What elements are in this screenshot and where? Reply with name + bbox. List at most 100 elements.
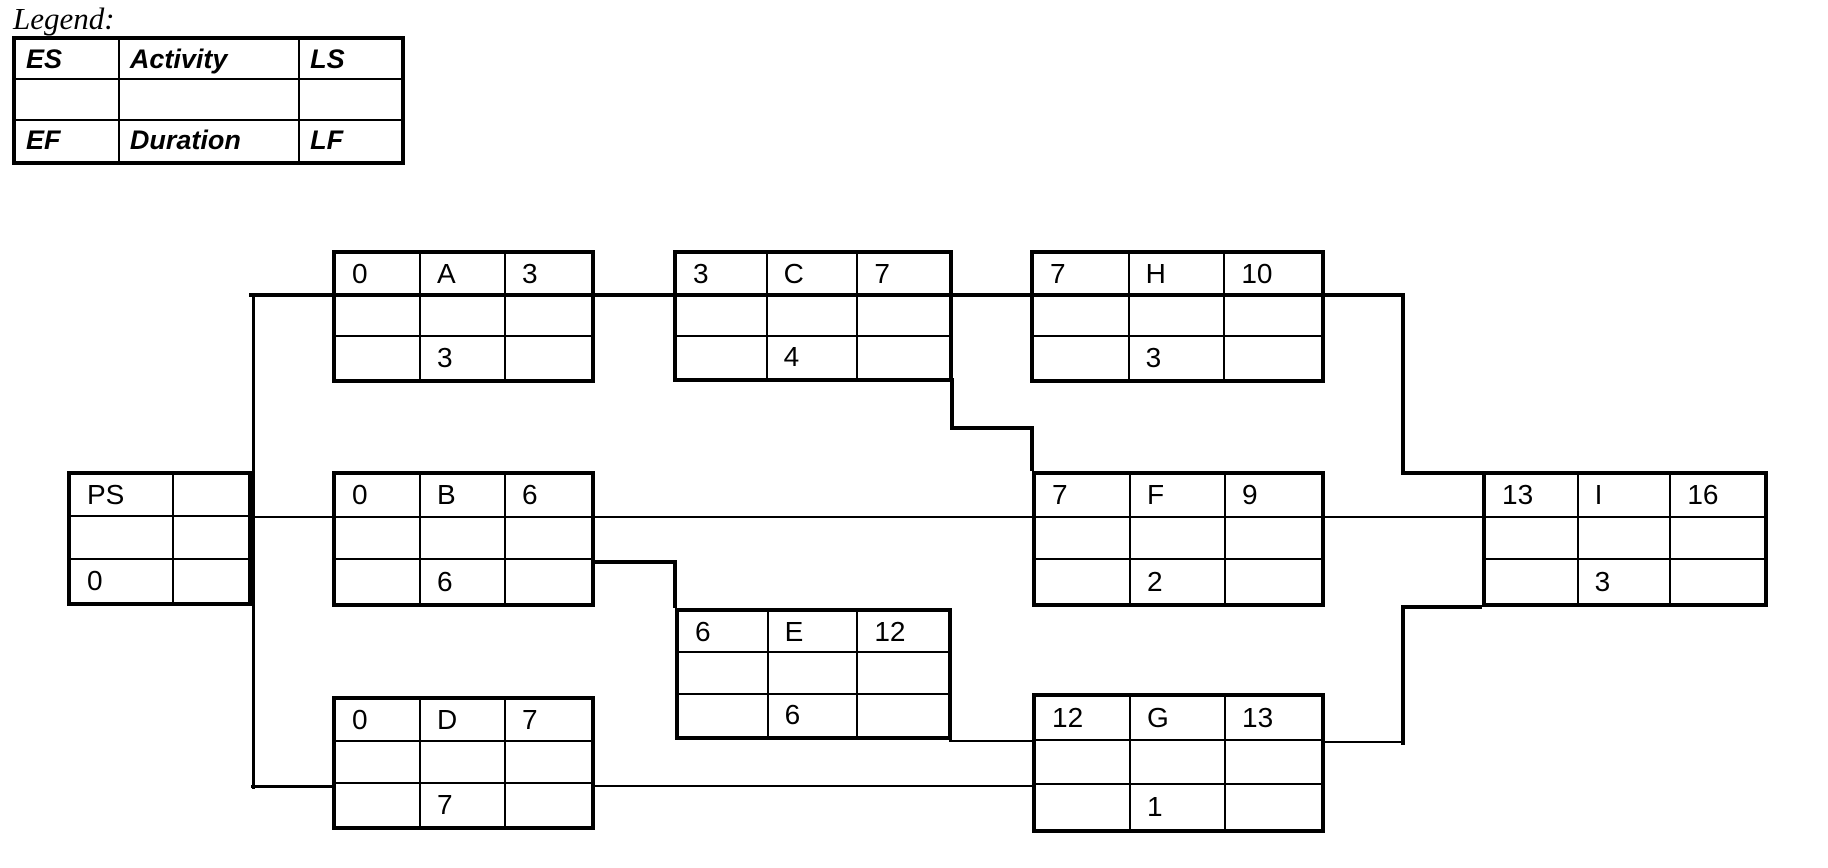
node-PS-float-cell — [71, 517, 174, 560]
node-A-float-cell — [421, 295, 506, 338]
edge-ps-trunk-segment — [251, 293, 255, 789]
legend-duration-cell: Duration — [120, 120, 301, 161]
node-I-ls-cell: 16 — [1671, 475, 1764, 518]
node-I-activity-cell: I — [1578, 475, 1672, 518]
node-I-float-cell — [1486, 517, 1579, 561]
node-G-float-cell — [1036, 741, 1131, 785]
node-H-ls-cell: 10 — [1225, 254, 1321, 296]
node-C-ls-cell: 7 — [858, 254, 949, 296]
node-C-float-cell — [858, 295, 949, 337]
node-H-float-cell — [1129, 295, 1226, 338]
node-I-es-cell: 13 — [1486, 475, 1579, 518]
node-B-float-cell — [421, 517, 506, 561]
node-A-lf-cell — [506, 337, 591, 379]
node-A-ef-cell — [336, 337, 421, 379]
node-I-ef-cell — [1486, 560, 1579, 603]
node-G-float-cell — [1226, 741, 1321, 785]
node-A-float-cell — [506, 296, 591, 338]
node-D-activity-cell: D — [421, 700, 506, 742]
node-D-float-cell — [421, 742, 506, 784]
legend-table: ES Activity LS EF Duration LF — [12, 36, 405, 165]
edge-a-c-h-i-segment — [1401, 471, 1482, 475]
node-F-activity-cell: F — [1131, 475, 1226, 518]
node-H-ef-cell — [1034, 337, 1130, 379]
node-PS-ef-cell: 0 — [71, 559, 174, 602]
legend-ls-cell: LS — [300, 40, 401, 81]
edge-d-g-segment — [592, 785, 1033, 787]
node-C-es-cell: 3 — [677, 254, 768, 296]
node-D-float-cell — [506, 742, 591, 784]
node-G-float-cell — [1131, 741, 1226, 785]
node-I-lf-cell — [1671, 560, 1764, 603]
node-C-ef-cell — [677, 336, 768, 378]
node-E-ls-cell: 12 — [858, 612, 948, 654]
node-D-float-cell — [336, 742, 421, 784]
node-E-es-cell: 6 — [679, 612, 769, 654]
edge-c-f-segment — [950, 378, 954, 430]
node-G-lf-cell — [1226, 785, 1321, 829]
edge-g-i-riser-segment — [1401, 605, 1405, 745]
node-F-es-cell: 7 — [1036, 475, 1131, 518]
node-PS-float-cell — [173, 517, 248, 560]
node-H-float-cell — [1034, 295, 1130, 338]
node-A-ls-cell: 3 — [506, 254, 591, 296]
edge-c-f-segment — [950, 426, 1034, 430]
node-A-activity-cell: A — [421, 254, 506, 296]
node-H-activity-cell: H — [1129, 254, 1226, 296]
node-H-es-cell: 7 — [1034, 254, 1130, 296]
edge-a-c-h-i-segment — [1401, 293, 1405, 475]
node-I-float-cell — [1578, 517, 1672, 561]
legend-activity-cell: Activity — [119, 40, 301, 81]
node-E-duration-cell: 6 — [769, 694, 859, 736]
node-G-activity-cell: G — [1131, 697, 1226, 741]
node-C-float-cell — [677, 295, 768, 337]
node-A-duration-cell: 3 — [421, 337, 506, 379]
node-F-lf-cell — [1226, 560, 1321, 603]
node-D-es-cell: 0 — [336, 700, 421, 742]
legend-blank-cell — [119, 80, 301, 121]
node-G-es-cell: 12 — [1036, 697, 1131, 741]
node-E-float-cell — [679, 653, 769, 695]
node-A-es-cell: 0 — [336, 254, 421, 296]
edge-b-e-segment — [673, 560, 677, 608]
edge-ps-b-f-i-segment — [251, 516, 1483, 518]
node-F-ef-cell — [1036, 560, 1131, 603]
node-D-lf-cell — [506, 784, 591, 826]
node-D-ls-cell: 7 — [506, 700, 591, 742]
node-D-duration-cell: 7 — [421, 784, 506, 826]
node-H-duration-cell: 3 — [1130, 337, 1226, 379]
edge-ps-d-segment — [250, 784, 332, 788]
node-E-float-cell — [858, 653, 948, 695]
node-G-ls-cell: 13 — [1226, 697, 1321, 741]
node-C-lf-cell — [858, 337, 949, 378]
edge-e-g-segment — [949, 740, 1033, 742]
legend-ef-cell: EF — [16, 120, 120, 161]
legend-title: Legend: — [13, 1, 115, 36]
node-F-float-cell — [1131, 517, 1226, 561]
node-F-ls-cell: 9 — [1226, 475, 1321, 518]
node-F-float-cell — [1226, 518, 1321, 561]
node-E-activity-cell: E — [768, 612, 859, 654]
node-PS-activity-cell — [173, 475, 248, 518]
node-E-ef-cell — [679, 694, 769, 736]
node-E-float-cell — [768, 653, 859, 695]
node-H-float-cell — [1225, 296, 1321, 338]
node-B-ls-cell: 6 — [506, 475, 591, 518]
node-B-lf-cell — [506, 560, 591, 603]
legend-blank-cell — [16, 80, 120, 121]
node-I-duration-cell: 3 — [1579, 560, 1672, 603]
node-G-ef-cell — [1036, 785, 1131, 829]
legend-blank-cell — [300, 80, 401, 121]
node-PS-es-cell: PS — [71, 475, 174, 518]
node-I-float-cell — [1671, 518, 1764, 561]
node-B-float-cell — [336, 517, 421, 561]
